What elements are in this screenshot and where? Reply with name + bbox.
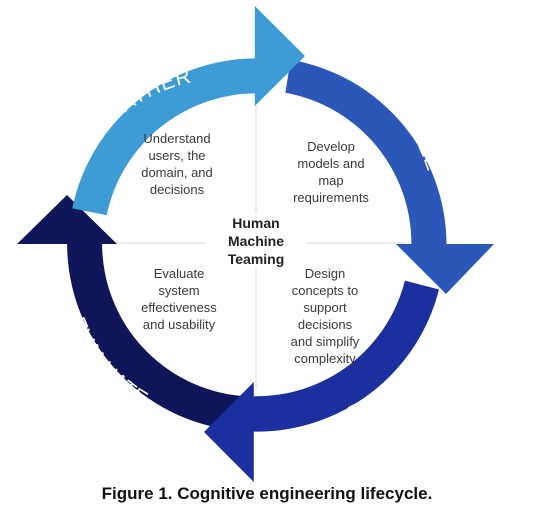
quadrant-text-gather: Understand users, the domain, and decisi… (141, 131, 213, 197)
gather-arrow (72, 6, 305, 216)
design-arrow (204, 280, 439, 482)
quadrant-text-evaluate: Evaluate system effectiveness and usabil… (141, 266, 217, 332)
evaluate-arrow (17, 195, 241, 431)
quadrant-text-analyze: Develop models and map requirements (293, 139, 369, 205)
quadrant-text-design: Design concepts to support decisions and… (290, 266, 360, 366)
figure-caption: Figure 1. Cognitive engineering lifecycl… (101, 484, 433, 503)
center-label: Human Machine Teaming (206, 214, 306, 268)
analyze-arrow (285, 59, 494, 295)
